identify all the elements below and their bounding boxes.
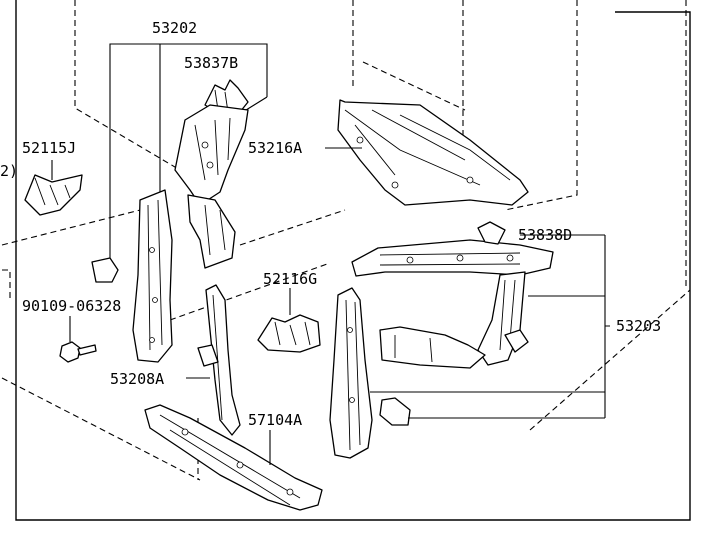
part-52116g — [257, 288, 321, 353]
part-53208a — [186, 284, 241, 436]
label-53202: 53202 — [152, 19, 197, 37]
label-53216a: 53216A — [248, 139, 302, 157]
part-90109-bolt — [59, 316, 97, 363]
part-side-member — [329, 287, 373, 459]
label-57104a: 57104A — [248, 411, 302, 429]
label-53838d: 53838D — [518, 226, 572, 244]
dashed-boundaries — [1, 0, 691, 481]
part-53203 — [351, 221, 610, 426]
part-52115j — [24, 160, 83, 216]
part-53202-side — [91, 189, 173, 363]
part-labels: 53202 53837B 52115J 53216A 53838D 52116G… — [0, 19, 661, 429]
label-53208a: 53208A — [110, 370, 164, 388]
label-52116g: 52116G — [263, 270, 317, 288]
label-53203: 53203 — [616, 317, 661, 335]
part-53202-upper — [174, 104, 249, 269]
label-edge-mark: 2) — [0, 162, 18, 180]
label-52115j: 52115J — [22, 139, 76, 157]
part-53216a — [325, 99, 529, 206]
part-57104a — [144, 404, 323, 511]
label-53837b: 53837B — [184, 54, 238, 72]
label-90109: 90109-06328 — [22, 297, 121, 315]
diagram-frame — [15, 0, 691, 521]
